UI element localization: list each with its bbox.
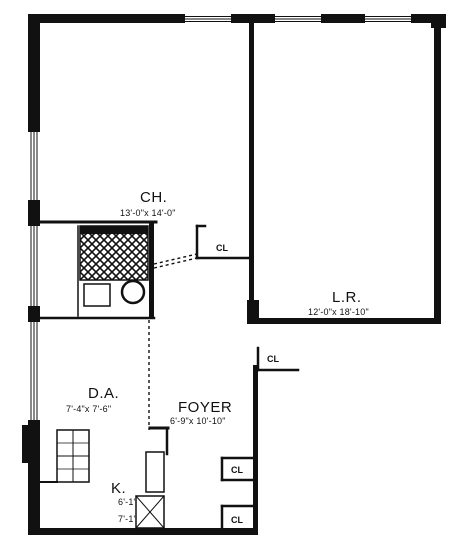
closet-label-foyer-top: CL (267, 354, 279, 364)
room-dim-k-2: 7'-1" (118, 514, 137, 524)
interior-walls (38, 220, 300, 530)
sink (83, 283, 111, 307)
room-label-ch: CH. (140, 189, 167, 206)
openings (148, 253, 252, 430)
toilet (120, 279, 146, 305)
room-dim-k-1: 6'-1" (118, 497, 137, 507)
tub-hatch (79, 225, 149, 281)
room-label-lr: L.R. (332, 289, 362, 306)
room-dim-da: 7'-4"x 7'-6" (66, 404, 111, 414)
room-label-foyer: FOYER (178, 399, 232, 416)
room-dim-lr: 12'-0"x 18'-10" (308, 307, 369, 317)
room-dim-foyer: 6'-9"x 10'-10" (170, 416, 226, 426)
room-label-da: D.A. (88, 385, 119, 402)
closet-label-foyer-mid: CL (231, 465, 243, 475)
room-dim-ch: 13'-0"x 14'-0" (120, 208, 176, 218)
bathroom-fixtures (79, 225, 149, 307)
room-label-k: K. (111, 480, 126, 497)
windows (28, 14, 411, 420)
closet-label-ch: CL (216, 243, 228, 253)
closet-label-foyer-bottom: CL (231, 515, 243, 525)
